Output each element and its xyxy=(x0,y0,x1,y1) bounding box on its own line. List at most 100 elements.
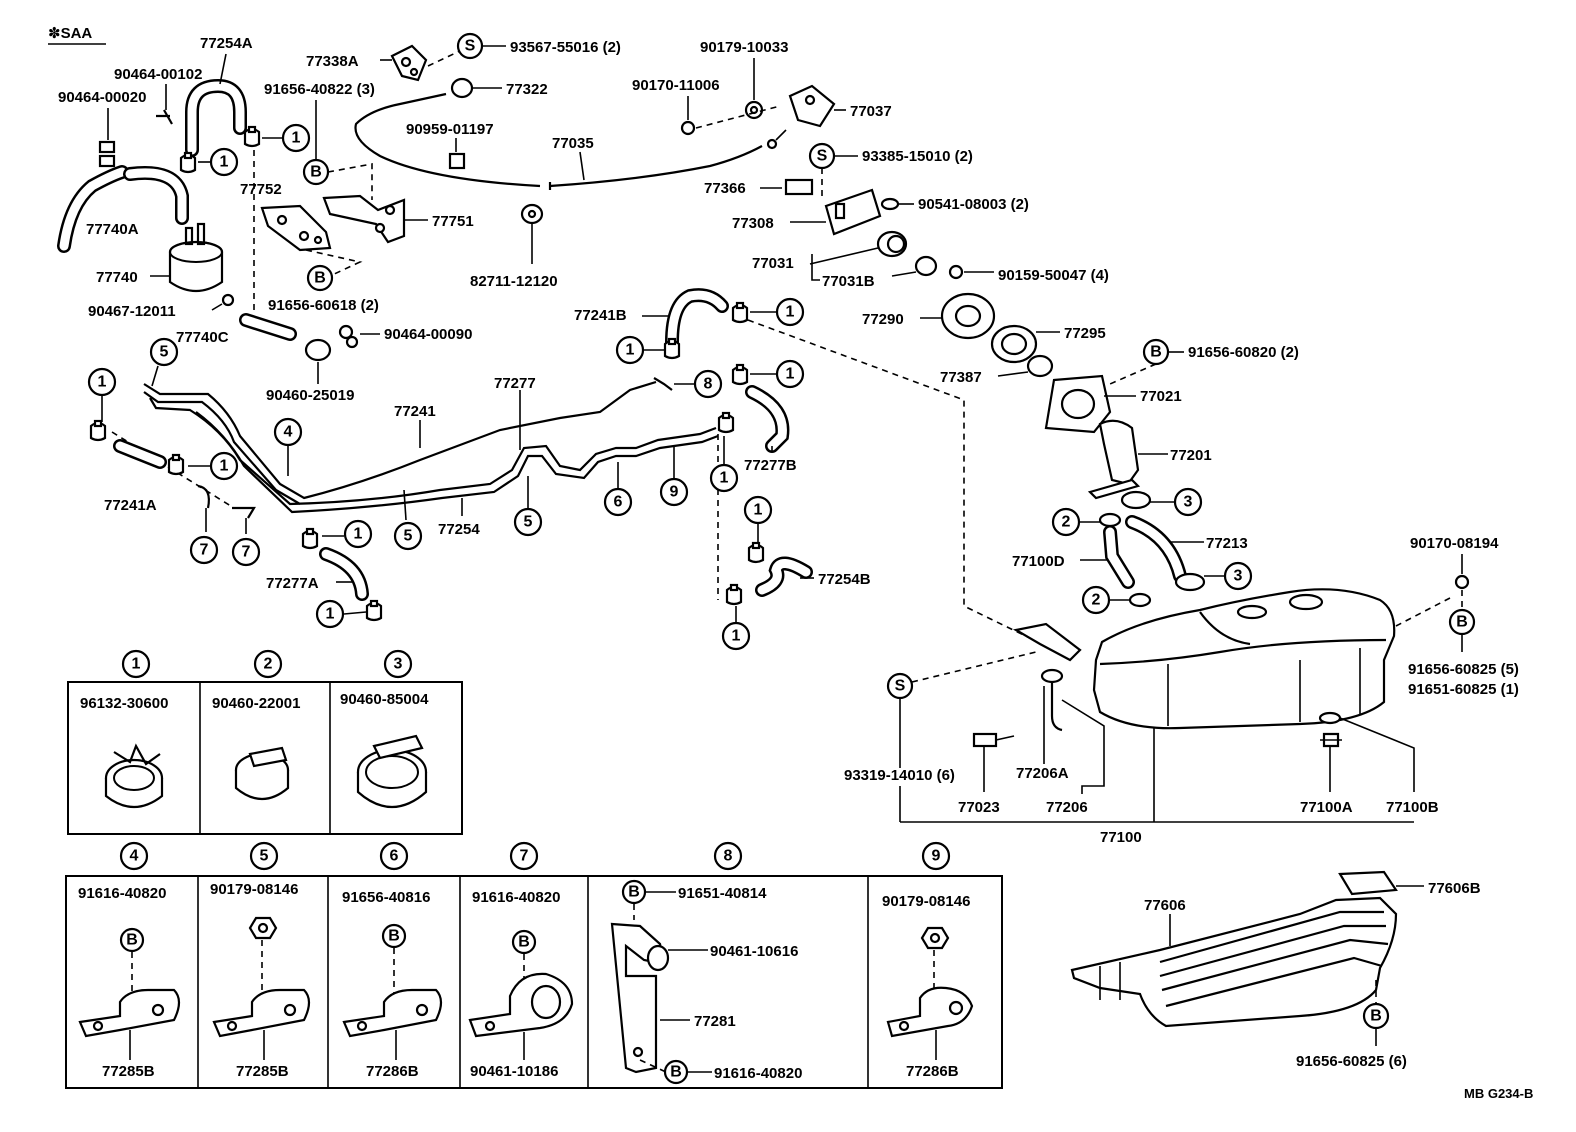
legend-callout-2 xyxy=(253,649,283,679)
svg-text:S: S xyxy=(895,678,906,695)
legend-6-b xyxy=(381,923,407,949)
clamp-1d xyxy=(167,453,185,476)
callout-4 xyxy=(273,417,303,447)
label-77277B: 77277B xyxy=(744,457,797,474)
callout-2a xyxy=(1051,507,1081,537)
label-77366: 77366 xyxy=(704,180,746,197)
bracket-8 xyxy=(653,377,673,391)
label-91656-60825-5: 91656-60825 (5) xyxy=(1408,661,1519,678)
label-77031: 77031 xyxy=(752,255,794,272)
svg-text:1: 1 xyxy=(754,502,763,519)
clamp-bracket-4 xyxy=(78,988,181,1038)
label-91656-60825-6: 91656-60825 (6) xyxy=(1296,1053,1407,1070)
diagram-reference: MB G234-B xyxy=(1464,1086,1533,1101)
label-77031B: 77031B xyxy=(822,273,875,290)
svg-text:B: B xyxy=(1150,344,1162,361)
label-93319-14010: 93319-14010 (6) xyxy=(844,767,955,784)
callout-1d xyxy=(209,451,239,481)
clamp-1b xyxy=(243,125,261,148)
callout-2b xyxy=(1081,585,1111,615)
svg-text:B: B xyxy=(310,164,322,181)
fuel-line-77254 xyxy=(149,397,719,514)
legend-bot-8: 91616-40820 xyxy=(714,1065,802,1082)
clamp-bracket-6 xyxy=(342,988,443,1038)
svg-text:1: 1 xyxy=(98,374,107,391)
label-77241B: 77241B xyxy=(574,307,627,324)
legend-callout-8 xyxy=(713,841,743,871)
neck-77295 xyxy=(990,324,1038,364)
legend-sub-5: 77285B xyxy=(236,1063,289,1080)
svg-text:5: 5 xyxy=(524,514,533,531)
washer-77100B xyxy=(1318,711,1342,725)
label-77254B: 77254B xyxy=(818,571,871,588)
svg-text:B: B xyxy=(314,270,326,287)
cable-77035 xyxy=(354,92,787,190)
clamp-1i xyxy=(747,541,765,564)
hose-77100D xyxy=(1103,525,1135,589)
symbol-b-91656-60618 xyxy=(306,264,334,292)
legend-part-1: 96132-30600 xyxy=(80,695,168,712)
grommet-77322 xyxy=(450,77,474,99)
legend-7-b xyxy=(511,929,537,955)
hose-77241B xyxy=(665,288,729,349)
hose-77740A xyxy=(57,165,189,253)
clamp-1k xyxy=(301,527,319,550)
svg-text:5: 5 xyxy=(260,848,269,865)
pipe-77201 xyxy=(1087,419,1141,500)
legend-part-3: 90460-85004 xyxy=(340,691,429,708)
clip-90464-00102 xyxy=(156,109,173,125)
svg-text:1: 1 xyxy=(132,656,141,673)
bracket-77037 xyxy=(788,84,836,128)
screw-90159 xyxy=(948,264,964,280)
svg-text:S: S xyxy=(817,148,828,165)
svg-text:1: 1 xyxy=(354,526,363,543)
svg-text:1: 1 xyxy=(220,458,229,475)
svg-text:B: B xyxy=(126,932,138,949)
label-77241: 77241 xyxy=(394,403,436,420)
clamp-3a xyxy=(1120,490,1152,510)
clamp-1c xyxy=(89,419,107,442)
callout-1k xyxy=(343,519,373,549)
clamp-1e xyxy=(731,301,749,324)
label-90179-10033: 90179-10033 xyxy=(700,39,788,56)
label-90467-12011: 90467-12011 xyxy=(88,303,176,320)
legend-part-8: 91651-40814 xyxy=(678,885,767,902)
label-77387: 77387 xyxy=(940,369,982,386)
legend-sub-6: 77286B xyxy=(366,1063,419,1080)
svg-text:9: 9 xyxy=(670,484,679,501)
label-77322: 77322 xyxy=(506,81,548,98)
legend-box-row2 xyxy=(65,875,1003,1089)
callout-5a xyxy=(149,337,179,367)
legend-callout-6 xyxy=(379,841,409,871)
label-77606B: 77606B xyxy=(1428,880,1481,897)
label-77206: 77206 xyxy=(1046,799,1088,816)
protector-77606 xyxy=(1070,896,1398,1028)
svg-text:B: B xyxy=(628,884,640,901)
clip-90467-12011 xyxy=(221,293,235,307)
canister-77740 xyxy=(168,222,224,293)
label-77740C: 77740C xyxy=(176,329,229,346)
svg-text:4: 4 xyxy=(284,424,293,441)
clip-90464-00090 xyxy=(338,324,359,349)
callout-5c xyxy=(513,507,543,537)
label-77752: 77752 xyxy=(240,181,282,198)
clamp-1l xyxy=(365,599,383,622)
svg-text:B: B xyxy=(1456,614,1468,631)
label-90464-00102: 90464-00102 xyxy=(114,66,202,83)
clamp-2b xyxy=(1128,592,1152,608)
svg-text:8: 8 xyxy=(724,848,733,865)
legend-part-5: 90179-08146 xyxy=(210,881,298,898)
callout-5b xyxy=(393,521,423,551)
label-77338A: 77338A xyxy=(306,53,359,70)
svg-text:2: 2 xyxy=(264,656,273,673)
clip-90959-01197 xyxy=(448,152,466,170)
svg-text:1: 1 xyxy=(220,154,229,171)
svg-text:3: 3 xyxy=(1234,568,1243,585)
grommet-90460-25019 xyxy=(304,338,332,362)
clamp-3b xyxy=(1174,572,1206,592)
nut-90170-08194 xyxy=(1454,574,1470,590)
svg-text:7: 7 xyxy=(520,848,529,865)
svg-text:2: 2 xyxy=(1092,592,1101,609)
label-77206A: 77206A xyxy=(1016,765,1069,782)
